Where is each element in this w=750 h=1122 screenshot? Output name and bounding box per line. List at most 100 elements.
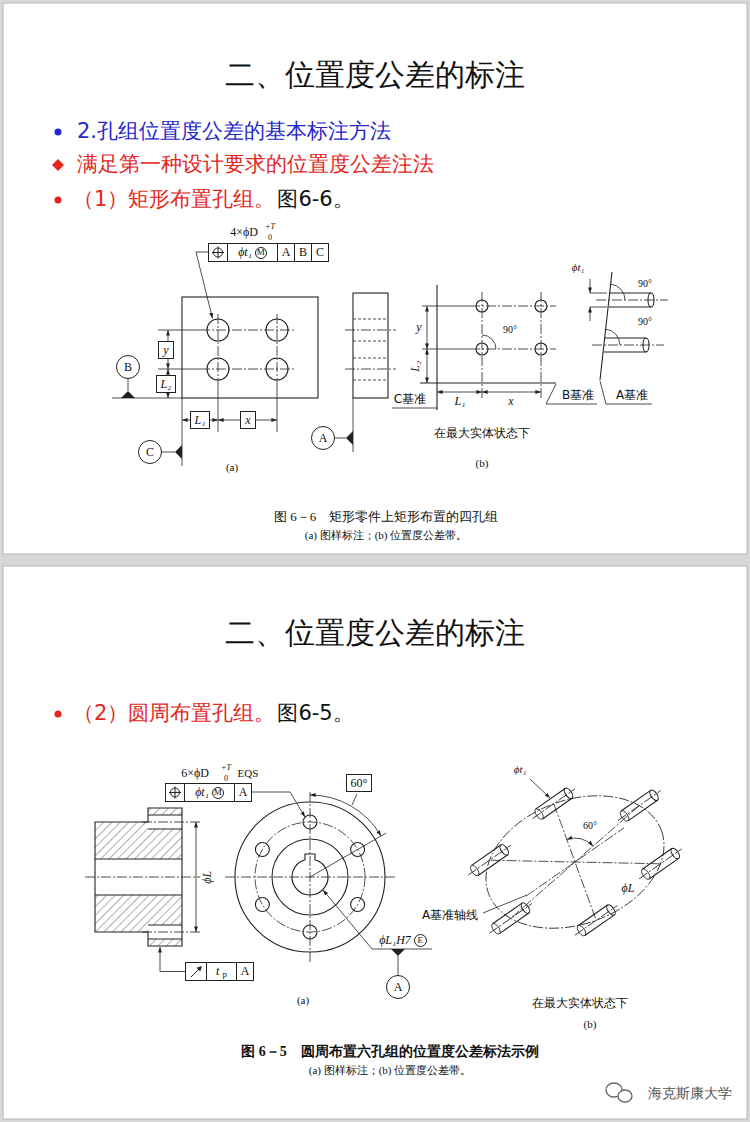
subfigure-label: (b) (475, 457, 490, 470)
node-text: x (245, 413, 250, 427)
node-text: A (394, 980, 403, 994)
watermark-logo (606, 1083, 632, 1102)
hole-circle-zone (530, 779, 550, 798)
tolerance-zone-cylinders (590, 307, 591, 321)
dimension-text: ϕL (621, 881, 636, 895)
feature-control-frame: ϕt₁M A (165, 783, 252, 802)
hole-circle-zone (529, 784, 578, 824)
tolerance-zone-plan (392, 285, 652, 410)
frame-cell: A (277, 244, 294, 261)
datum-label: C基准 (393, 392, 427, 406)
datum-label: B基准 (561, 388, 595, 402)
bullet (55, 711, 62, 718)
hole-circle-zone (468, 845, 511, 875)
tolerance-zone-plan (470, 292, 556, 398)
flange-section (160, 947, 185, 972)
node-text: B (124, 360, 132, 374)
datum-symbol (128, 379, 129, 391)
flange-section (196, 822, 197, 932)
feature-control-frame: ϕt₁MABC (208, 243, 329, 262)
slide-title: 二、位置度公差的标注 (224, 57, 526, 93)
frame-cell (186, 963, 206, 980)
tolerance-value: +T (220, 763, 232, 773)
hole-circle-zone (520, 901, 532, 914)
tolerance-zone-cylinders (590, 293, 607, 307)
flange-front-view (352, 794, 357, 805)
figure-ref: 图6-6。 (276, 187, 354, 212)
hole-circle-zone (526, 828, 624, 896)
datum-symbol (335, 438, 346, 439)
part-plan-view (112, 297, 318, 466)
frame-cell: A (236, 963, 253, 980)
part-side-view (345, 293, 396, 452)
bullet (52, 129, 64, 718)
bullet-text: （1）矩形布置孔组。 (72, 187, 276, 212)
angle-text: 90° (637, 278, 653, 290)
flange-section (85, 808, 205, 972)
modifier-symbol: M (255, 247, 267, 259)
flange-front-view (225, 792, 395, 962)
flange-front-view (225, 792, 432, 975)
dimension-text: ϕt₁ (571, 261, 586, 274)
spacing-note: EQS (237, 767, 260, 780)
datum-label: A基准轴线 (421, 908, 479, 922)
frame-cell: C (311, 244, 328, 261)
bullet (55, 197, 62, 204)
node-text: L₁ (195, 413, 206, 427)
slide-title: 二、位置度公差的标注 (224, 615, 526, 651)
node-text: A (239, 785, 248, 799)
node-text: ϕt₁ (238, 245, 252, 259)
tolerance-zone-plan (482, 335, 496, 349)
watermark: 海克斯康大学 (647, 1085, 733, 1102)
feature-control-frame: tpA (185, 962, 254, 981)
flange-section (95, 822, 148, 859)
bullet-text: 2.孔组位置度公差的基本标注方法 (76, 119, 392, 144)
watermark-logo (618, 1090, 632, 1102)
frame-cell: ϕt₁M (184, 784, 234, 801)
datum-label: A基准 (615, 388, 649, 402)
bullet (52, 159, 64, 171)
state-note: 在最大实体状态下 (531, 996, 629, 1010)
node-text: 60° (351, 776, 368, 790)
hole-circle-zone (471, 845, 507, 875)
hole-circle-zone (465, 840, 514, 880)
flange-front-view (398, 956, 399, 975)
flange-front-view (255, 843, 269, 857)
dimension-text: L₁ (454, 394, 467, 408)
node-text: C (146, 445, 154, 459)
slide-panel (3, 3, 747, 554)
datum-circle: C (138, 440, 162, 464)
tolerance-value: 0 (267, 233, 273, 243)
tolerance-zone-cylinders (590, 279, 591, 293)
envelope-symbol: E (414, 934, 427, 947)
node-text: t (216, 964, 219, 978)
datum-symbol (162, 452, 175, 453)
flange-front-view (310, 833, 386, 877)
angle-text: 60° (582, 820, 598, 832)
node-text: B (299, 245, 307, 259)
fit-callout: ϕL₁H7 (378, 933, 412, 947)
tolerance-zone-plan (546, 384, 597, 404)
frame-cell: A (234, 784, 251, 801)
slide-panel (3, 566, 747, 1119)
part-plan-view (200, 314, 296, 386)
part-side-view (353, 398, 354, 452)
part-side-view (345, 330, 396, 369)
basic-dimension-box: L₂ (156, 375, 177, 393)
dimension-text: ϕL (200, 870, 214, 885)
tolerance-zone-plan (392, 408, 437, 409)
dimension-text: L₂ (408, 360, 422, 373)
hole-circle-zone (618, 791, 661, 821)
datum-circle: A (311, 426, 335, 450)
runout-symbol (197, 966, 203, 972)
flange-section (148, 895, 182, 946)
tolerance-zone-cylinders (590, 272, 668, 380)
flange-front-view (310, 795, 381, 836)
hole-circle-zone (567, 838, 593, 846)
dimension-text: ϕt₁ (513, 763, 528, 776)
tolerance-zone-plan (600, 381, 652, 404)
hole-count: 6×ϕD (180, 766, 210, 780)
flange-section (85, 822, 205, 932)
